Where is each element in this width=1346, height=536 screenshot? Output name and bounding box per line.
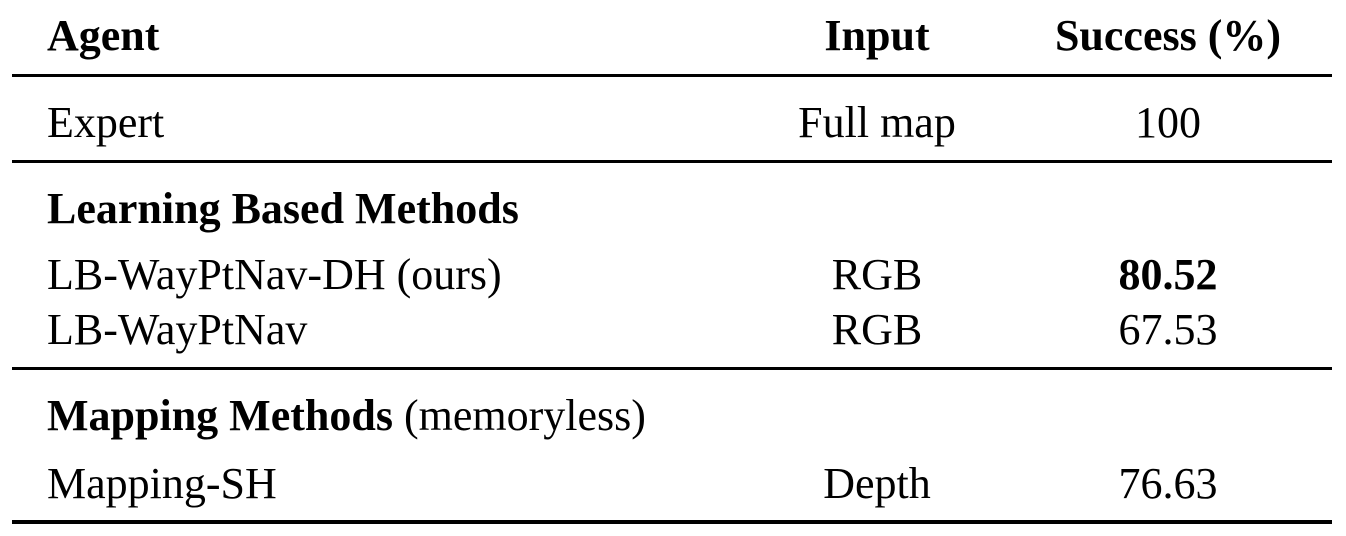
expert-input: Full map (798, 98, 956, 147)
row-agent: LB-WayPtNav (47, 305, 308, 354)
expert-success: 100 (1135, 98, 1201, 147)
section-title-learning: Learning Based Methods (47, 184, 519, 233)
header-rule (12, 74, 1332, 77)
learning-rule (12, 367, 1332, 370)
row-agent: LB-WayPtNav-DH (ours) (47, 250, 502, 299)
row-success: 67.53 (1118, 305, 1218, 354)
header-input: Input (824, 11, 930, 60)
header-success: Success (%) (1054, 11, 1282, 60)
bottom-rule (12, 520, 1332, 524)
header-agent: Agent (47, 11, 160, 60)
section-title-mapping-wrap: Mapping Methods (memoryless) (47, 394, 646, 438)
section-title-mapping: Mapping Methods (47, 391, 393, 440)
expert-agent: Expert (47, 98, 165, 147)
row-input: Depth (823, 459, 931, 508)
row-agent: Mapping-SH (47, 459, 277, 508)
row-input: RGB (831, 250, 923, 299)
row-success-best: 80.52 (1118, 250, 1218, 299)
row-success: 76.63 (1118, 459, 1218, 508)
expert-rule (12, 160, 1332, 163)
row-input: RGB (831, 305, 923, 354)
section-subtitle-mapping: (memoryless) (403, 391, 646, 440)
